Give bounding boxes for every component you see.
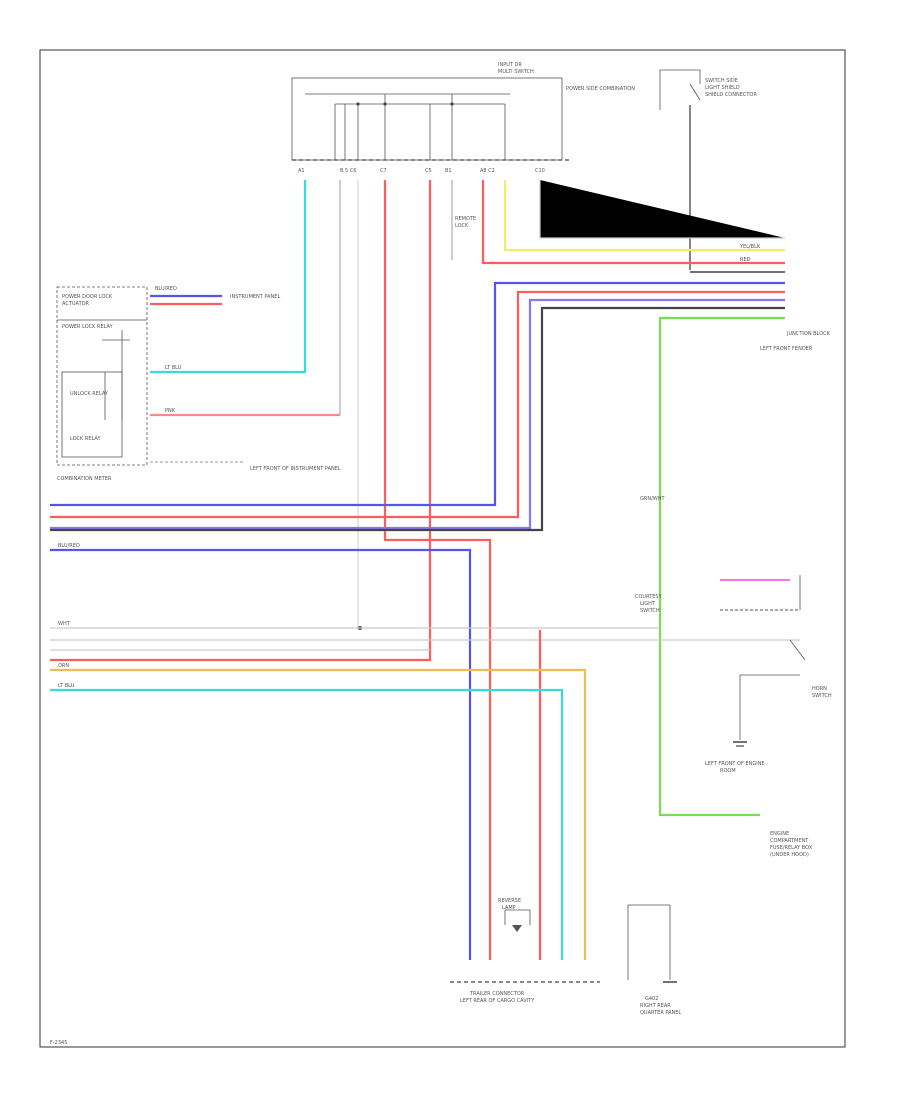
horn-label: HORN [812, 686, 827, 692]
top-connector: INPUT DR MULTI SWITCH POWER SIDE COMBINA… [291, 62, 635, 174]
right-lower-sub3: (UNDER HOOD) [770, 852, 809, 858]
switch-sub2: SWITCH [640, 608, 660, 614]
right-lower-switch: COURTESY LIGHT SWITCH HORN SWITCH LEFT F… [635, 496, 832, 858]
top-connector-title: INPUT DR [498, 62, 522, 68]
pin-label: C10 [535, 168, 545, 174]
wire-label-wht: WHT [58, 621, 71, 627]
wire-blue-bundle [50, 281, 785, 507]
wire-label-red: RED [740, 257, 751, 263]
wire-black-bundle [50, 306, 785, 532]
wire-label-cyan: LT BLU [165, 365, 182, 371]
mid-relay: REMOTE [455, 216, 476, 222]
right-mid-sub: LEFT FRONT FENDER [760, 346, 813, 352]
right-top-sub2: SHIELD CONNECTOR [705, 92, 757, 98]
left-block-label1: POWER DOOR LOCK [62, 294, 113, 300]
bottom-center-component: REVERSE LAMP [498, 898, 531, 932]
switch-sub: LIGHT [640, 601, 656, 607]
wire-label-blu: BLU/RED [58, 543, 80, 549]
wire-blue-down [50, 548, 472, 960]
wire-red-bundle [50, 290, 785, 519]
wire-label-pink: PNK [165, 408, 176, 414]
pin-label: C7 [380, 168, 387, 174]
left-block: POWER DOOR LOCK ACTUATOR POWER LOCK RELA… [56, 286, 148, 482]
bottom-center-sub: LAMP [502, 905, 516, 911]
right-top-sub: LIGHT SHIELD [705, 85, 740, 91]
right-lower-title: ENGINE [770, 831, 789, 837]
wire-violet-bundle [50, 298, 785, 530]
bottom-right-sub2: QUARTER PANEL [640, 1010, 681, 1016]
bottom-conn: TRAILER CONNECTOR [469, 991, 525, 997]
diagram-code: F-2345 [50, 1040, 67, 1046]
wire-label-grn: GRN/WHT [640, 496, 665, 502]
wire-yellow-right [503, 180, 785, 252]
left-block-title: COMBINATION METER [57, 476, 112, 482]
left-block-label3: POWER LOCK RELAY [62, 324, 114, 330]
right-mid-label: JUNCTION BLOCK [786, 331, 831, 337]
bottom-center-label: REVERSE [498, 898, 521, 904]
wire-label-blue: BLU/RED [155, 286, 177, 292]
bottom-conn-sub: LEFT REAR OF CARGO CAVITY [460, 998, 535, 1004]
pin-label: B1 [445, 168, 452, 174]
switch-label: COURTESY [635, 594, 663, 600]
lower-ground-label: LEFT FRONT OF ENGINE [705, 761, 765, 767]
wire-red-right [481, 180, 785, 265]
bottom-right-label: G402 [645, 996, 658, 1002]
pin-label: A1 [298, 168, 305, 174]
right-lower-sub2: FUSE/RELAY BOX [770, 845, 813, 851]
horn-sub: SWITCH [812, 693, 832, 699]
inst-ref: INSTRUMENT PANEL [230, 294, 280, 300]
lower-ground-sub: ROOM [720, 768, 736, 774]
wire-label-ltblu: LT BLU [58, 683, 75, 689]
right-lower-sub1: COMPARTMENT [770, 838, 809, 844]
bottom-connector: TRAILER CONNECTOR LEFT REAR OF CARGO CAV… [450, 981, 600, 1004]
wire-green-vert [658, 316, 785, 817]
top-right-switch: SWITCH SIDE LIGHT SHIELD SHIELD CONNECTO… [659, 69, 757, 270]
left-block-label2: ACTUATOR [62, 301, 90, 307]
left-block-ground: LEFT FRONT OF INSTRUMENT PANEL [250, 466, 341, 472]
right-top-label: SWITCH SIDE [705, 78, 738, 84]
left-block-relay2: LOCK RELAY [70, 436, 101, 442]
wire-cyan-bottom [50, 688, 564, 960]
wire-white-right [539, 180, 785, 239]
mid-relay-sub: LOCK [455, 223, 469, 229]
pin-label: C5 [425, 168, 432, 174]
bottom-right-component: G402 RIGHT REAR QUARTER PANEL [627, 904, 681, 1016]
pin-label: A8 C2 [480, 168, 495, 174]
wire-red-main [383, 180, 492, 960]
top-connector-subtitle: MULTI SWITCH [498, 69, 534, 75]
pin-label: B 5 C6 [340, 168, 356, 174]
wire-orange [50, 668, 587, 960]
wire-label-yel: YEL/BLK [739, 244, 761, 250]
left-block-relay1: UNLOCK RELAY [70, 391, 109, 397]
wire-red-lower [50, 180, 432, 662]
top-connector-ref: POWER SIDE COMBINATION [566, 86, 635, 92]
diagram-frame [39, 49, 846, 1048]
bottom-right-sub: RIGHT REAR [640, 1003, 671, 1009]
wire-label-org: ORN [58, 663, 69, 669]
wire-cyan-top [150, 180, 307, 374]
